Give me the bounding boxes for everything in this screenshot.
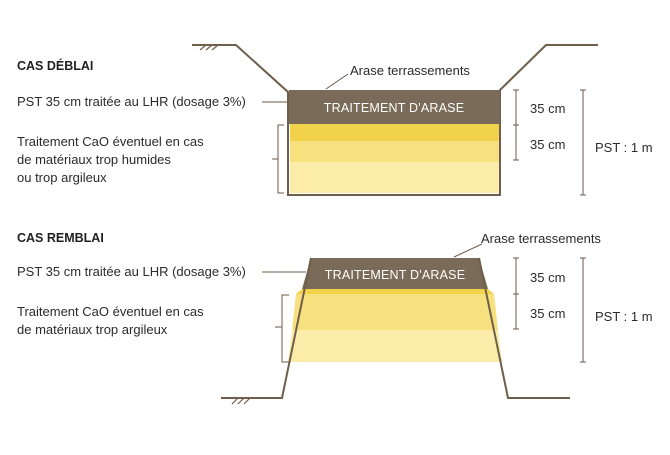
deblai-layer-dark (290, 124, 499, 141)
remblai-ground-hatch (231, 397, 251, 405)
deblai-label-arase: Arase terrassements (350, 63, 470, 78)
deblai-label-cao-3: ou trop argileux (17, 170, 107, 185)
deblai-label-pst: PST 35 cm traitée au LHR (dosage 3%) (17, 94, 246, 109)
deblai-cao-bracket (272, 124, 284, 194)
remblai-arase-leader (453, 243, 483, 258)
deblai-section: TRAITEMENT D'ARASE CAS DÉBLAI PST 35 cm … (17, 44, 653, 196)
deblai-ground-profile (192, 44, 598, 196)
remblai-title: CAS REMBLAI (17, 231, 104, 245)
deblai-dim-bottom: 35 cm (530, 137, 565, 152)
remblai-ground-profile-right (478, 257, 570, 399)
deblai-dim-top: 35 cm (530, 101, 565, 116)
deblai-treatment-band (289, 90, 500, 124)
remblai-treatment-band (302, 258, 488, 289)
deblai-pst-total: PST : 1 m (595, 140, 653, 155)
deblai-label-cao-2: de matériaux trop humides (17, 152, 171, 167)
deblai-band-text: TRAITEMENT D'ARASE (324, 101, 465, 115)
remblai-label-arase: Arase terrassements (481, 231, 601, 246)
remblai-layer-dark (296, 289, 494, 294)
deblai-layer-mid (290, 140, 499, 162)
remblai-dimensions (513, 257, 586, 363)
deblai-ground-hatch (199, 44, 219, 51)
deblai-dimensions (513, 89, 586, 196)
deblai-layer-light (290, 161, 499, 193)
remblai-label-cao-2: de matériaux trop argileux (17, 322, 168, 337)
remblai-cao-bracket (275, 294, 289, 363)
remblai-pst-total: PST : 1 m (595, 309, 653, 324)
remblai-label-cao-1: Traitement CaO éventuel en cas (17, 304, 204, 319)
remblai-ground-profile (221, 257, 312, 399)
remblai-dim-bottom: 35 cm (530, 306, 565, 321)
deblai-title: CAS DÉBLAI (17, 58, 93, 73)
remblai-label-pst: PST 35 cm traitée au LHR (dosage 3%) (17, 264, 246, 279)
remblai-section: TRAITEMENT D'ARASE CAS REMBLAI PST 35 cm… (17, 231, 653, 405)
deblai-label-cao-1: Traitement CaO éventuel en cas (17, 134, 204, 149)
remblai-layer-light (288, 330, 502, 362)
deblai-arase-leader (325, 73, 349, 90)
remblai-band-text: TRAITEMENT D'ARASE (325, 268, 466, 282)
remblai-dim-top: 35 cm (530, 270, 565, 285)
remblai-layer-mid (292, 294, 498, 330)
